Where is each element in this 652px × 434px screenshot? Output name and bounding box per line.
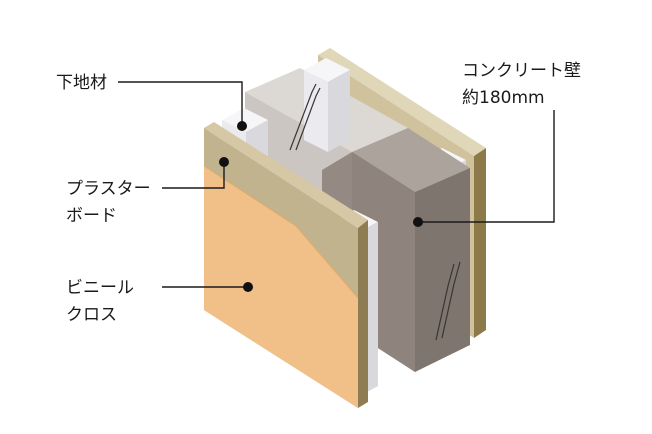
labels: 下地材 プラスター ボード ビニール クロス コンクリート壁 約180mm xyxy=(56,61,581,325)
label-vinyl-1: ビニール xyxy=(66,278,134,298)
concrete-texture xyxy=(289,83,461,341)
vinyl-cloth xyxy=(203,165,359,408)
stud-top xyxy=(304,58,350,152)
leader-lines xyxy=(118,81,555,288)
dot-furring xyxy=(237,121,247,131)
leader-dots xyxy=(219,121,423,292)
label-plasterboard-1: プラスター xyxy=(66,179,151,199)
label-furring: 下地材 xyxy=(56,73,107,93)
label-concrete-1: コンクリート壁 xyxy=(462,61,581,81)
label-plasterboard-2: ボード xyxy=(66,206,117,226)
dot-concrete xyxy=(413,217,423,227)
label-concrete-2: 約180mm xyxy=(462,88,545,108)
dot-vinyl xyxy=(243,282,253,292)
dot-plasterboard xyxy=(219,157,229,167)
label-vinyl-2: クロス xyxy=(66,305,117,325)
